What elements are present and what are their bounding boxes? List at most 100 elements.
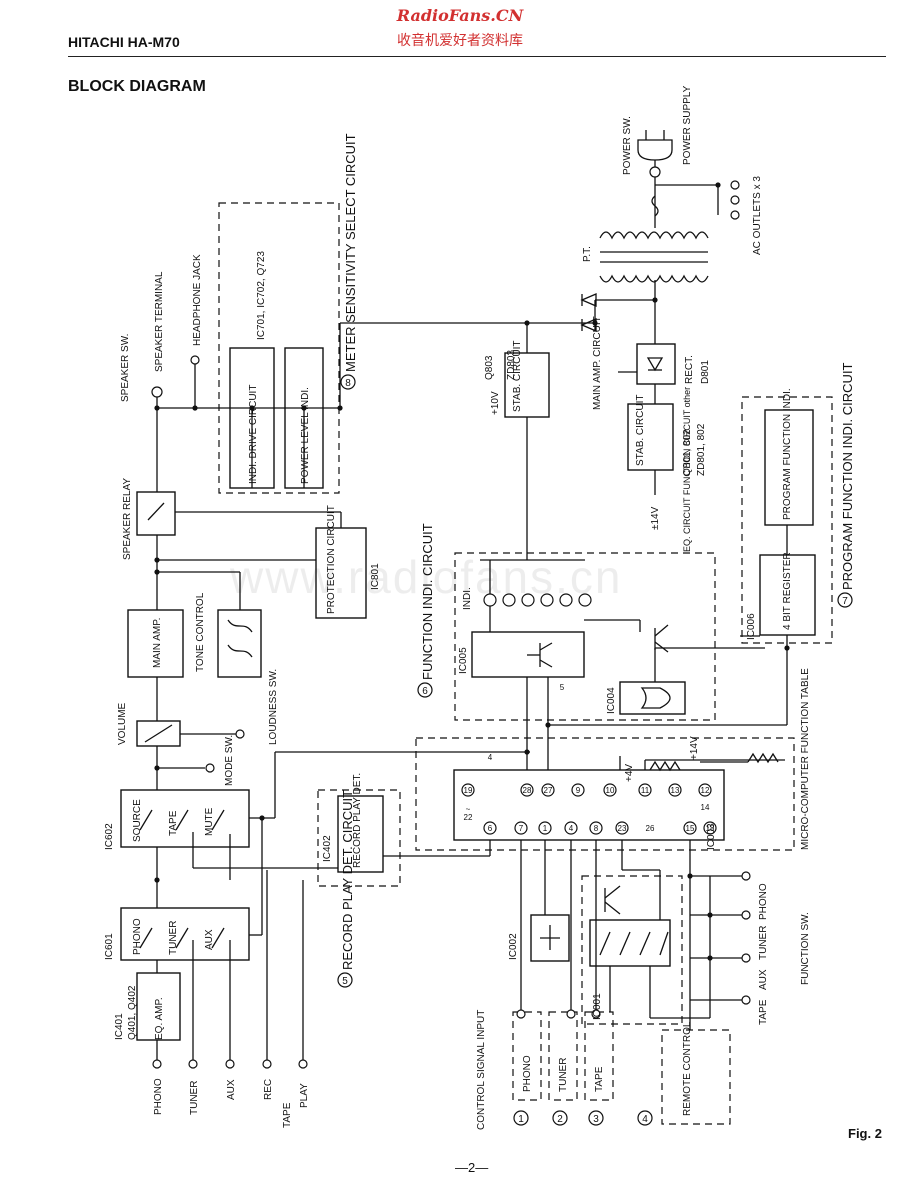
label-csi-tuner: TUNER bbox=[558, 1058, 569, 1092]
label-zd803: ZD803 bbox=[506, 350, 517, 380]
pin-7: 7 bbox=[519, 824, 524, 833]
marker-numbers: 8 6 5 7 1 2 3 4 bbox=[342, 378, 848, 1125]
rect-block bbox=[636, 343, 676, 385]
label-ic002: IC002 bbox=[508, 933, 519, 960]
junctions bbox=[154, 182, 790, 961]
pin-4: 4 bbox=[569, 824, 574, 833]
label-in-tuner: TUNER bbox=[189, 1081, 200, 1115]
csi-remote-region bbox=[661, 1029, 731, 1125]
pin-28: 28 bbox=[523, 786, 532, 795]
label-fsw-tuner: TUNER bbox=[758, 926, 769, 960]
label-speaker-relay: SPEAKER RELAY bbox=[122, 478, 133, 560]
label-d801: D801 bbox=[700, 360, 711, 384]
label-ac-outlets: AC OUTLETS x 3 bbox=[752, 176, 763, 255]
label-ic402: IC402 bbox=[322, 835, 333, 862]
num-record: 5 bbox=[342, 976, 348, 987]
label-csi-phono: PHONO bbox=[522, 1055, 533, 1092]
label-ic003: IC003 bbox=[706, 823, 717, 850]
label-ic701: IC701, IC702, Q723 bbox=[256, 251, 267, 340]
label-ic401: IC401 bbox=[114, 1013, 125, 1040]
label-eq-amp: EQ. AMP. bbox=[154, 997, 165, 1040]
pin-8: 8 bbox=[594, 824, 599, 833]
bus-5-label: 5 bbox=[560, 683, 565, 692]
label-main-amp-circuit: MAIN AMP. CIRCUIT bbox=[592, 316, 603, 410]
label-sw-tuner: TUNER bbox=[168, 921, 179, 955]
speaker-relay-block bbox=[136, 491, 176, 536]
pin-6: 6 bbox=[488, 824, 493, 833]
label-register: 4 BIT REGISTER bbox=[782, 552, 793, 630]
pin-23: 23 bbox=[618, 824, 627, 833]
ic003-pins: 19 ~ 22 28 27 9 10 11 13 12 14 6 7 1 4 8… bbox=[464, 683, 715, 833]
num-1: 1 bbox=[518, 1114, 524, 1125]
pin-27: 27 bbox=[544, 786, 553, 795]
title-function-indi: FUNCTION INDI. CIRCUIT bbox=[420, 523, 435, 680]
label-ic601: IC601 bbox=[104, 933, 115, 960]
label-fsw-tape: TAPE bbox=[758, 999, 769, 1025]
num-function: 6 bbox=[422, 686, 428, 697]
site-watermark: RadioFans.CN bbox=[396, 6, 524, 25]
title-record-circuit: RECORD PLAY DET. CIRCUIT bbox=[340, 790, 355, 970]
pin-12: 12 bbox=[701, 786, 710, 795]
label-plus14v: +14V bbox=[689, 736, 700, 760]
pin-14: 14 bbox=[701, 803, 710, 812]
signal-wiring bbox=[156, 160, 788, 1062]
label-in-play: PLAY bbox=[299, 1083, 310, 1108]
tone-control-block bbox=[217, 609, 262, 678]
rotated-labels: EQ. AMP. IC401 Q401, Q402 IC601 IC602 PH… bbox=[104, 85, 811, 1130]
pin-1: 1 bbox=[543, 824, 548, 833]
label-in-tape: TAPE bbox=[282, 1102, 293, 1128]
pin-9: 9 bbox=[576, 786, 581, 795]
pin-10: 10 bbox=[606, 786, 615, 795]
ic001-block bbox=[589, 919, 671, 967]
figure-label: Fig. 2 bbox=[848, 1126, 882, 1141]
site-watermark-cn: 收音机爱好者资料库 bbox=[397, 32, 523, 48]
function-indi-region bbox=[454, 552, 716, 721]
num-3: 3 bbox=[593, 1114, 599, 1125]
label-pt: P.T. bbox=[582, 246, 593, 262]
label-speaker-sw: SPEAKER SW. bbox=[120, 334, 131, 402]
label-main-amp: MAIN AMP. bbox=[152, 618, 163, 668]
label-csi-remote: REMOTE CONTROL bbox=[682, 1021, 693, 1116]
label-headphone: HEADPHONE JACK bbox=[192, 254, 203, 346]
record-det-block bbox=[337, 795, 384, 873]
pin-26: 26 bbox=[646, 824, 655, 833]
label-ic801: IC801 bbox=[370, 563, 381, 590]
label-plus10v: +10V bbox=[490, 391, 501, 415]
label-sw-phono: PHONO bbox=[132, 918, 143, 955]
label-pm14v: ±14V bbox=[650, 506, 661, 530]
label-loudness: LOUDNESS SW. bbox=[268, 669, 279, 745]
label-q401: Q401, Q402 bbox=[127, 985, 138, 1040]
label-in-aux: AUX bbox=[226, 1079, 237, 1100]
switch-symbols bbox=[139, 130, 779, 956]
label-q801: Q801, 802 bbox=[682, 429, 693, 476]
label-sw-tape: TAPE bbox=[168, 810, 179, 836]
eq-amp-block bbox=[136, 972, 181, 1041]
num-2: 2 bbox=[557, 1114, 563, 1125]
csi-tuner-region bbox=[548, 1011, 578, 1101]
label-csi-tape: TAPE bbox=[594, 1066, 605, 1092]
label-in-phono: PHONO bbox=[153, 1078, 164, 1115]
main-amp-block bbox=[127, 609, 184, 678]
ic002-block bbox=[530, 914, 570, 962]
label-stab-top: STAB. CIRCUIT bbox=[512, 341, 523, 412]
label-ic005: IC005 bbox=[458, 647, 469, 674]
bus-4-label: 4 bbox=[488, 753, 493, 762]
label-ic006: IC006 bbox=[746, 613, 757, 640]
label-micro-table: MICRO-COMPUTER FUNCTION TABLE bbox=[800, 668, 811, 850]
record-circuit-region bbox=[317, 789, 401, 887]
num-program: 7 bbox=[842, 596, 848, 607]
ic005-block bbox=[471, 631, 585, 678]
label-eq-func: EQ. CIRCUIT FUNCTION CIRCUIT other bbox=[682, 387, 692, 552]
ic004-block bbox=[619, 681, 686, 715]
label-power-supply: POWER SUPPLY bbox=[682, 85, 693, 165]
label-plus4v: +4V bbox=[624, 764, 635, 782]
label-fsw-aux: AUX bbox=[758, 969, 769, 990]
label-ic001: IC001 bbox=[592, 993, 603, 1020]
label-record-det: RECORD PLAY DET. bbox=[352, 773, 363, 868]
header-rule bbox=[68, 56, 886, 57]
label-fsw-phono: PHONO bbox=[758, 883, 769, 920]
protection-block bbox=[315, 527, 367, 619]
model-title: HITACHI HA-M70 bbox=[68, 34, 180, 50]
diagram-title: BLOCK DIAGRAM bbox=[68, 78, 206, 95]
